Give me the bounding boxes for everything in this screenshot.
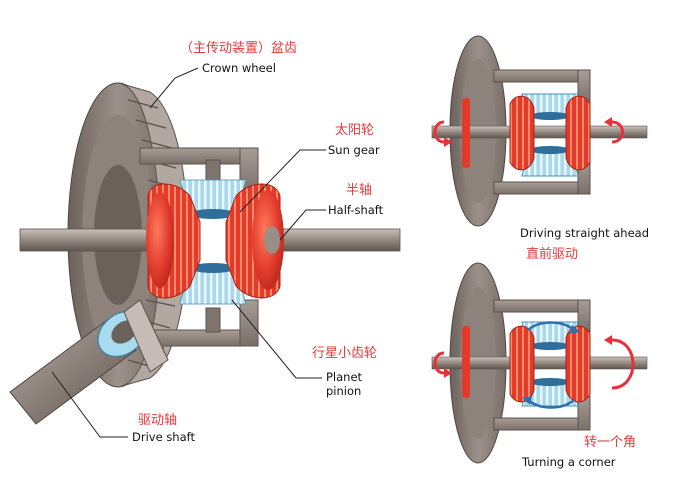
half-shaft-label-cn: 半轴: [346, 183, 372, 198]
crown-wheel-label-cn: （主传动装置）盆齿: [180, 41, 297, 56]
drive-shaft-label-cn: 驱动轴: [138, 413, 177, 428]
planet-pinion-top: [179, 179, 247, 219]
leader-lines: [51, 67, 326, 438]
planet-pinion-label-cn: 行星小齿轮: [312, 346, 377, 361]
turning-corner-label-en: Turning a corner: [521, 455, 616, 469]
straight-ahead-label-en: Driving straight ahead: [520, 226, 649, 240]
crown-wheel-label-en: Crown wheel: [202, 61, 276, 75]
main-differential: [9, 82, 401, 425]
planet-pinion-label-en-2: pinion: [326, 384, 361, 398]
straight-ahead-label-cn: 直前驱动: [526, 246, 578, 262]
turning-corner-diagram: [431, 262, 648, 464]
carrier-cage: [139, 147, 259, 347]
rotation-arrow-icon: [433, 120, 624, 144]
sun-gear-right: [225, 183, 284, 299]
straight-ahead-diagram: [431, 35, 648, 227]
drive-shaft-label-en: Drive shaft: [132, 430, 195, 444]
sun-gear-label-en: Sun gear: [328, 143, 380, 157]
drive-shaft: [9, 299, 169, 425]
planet-pinion-bottom: [179, 263, 247, 305]
half-shaft-label-en: Half-shaft: [328, 203, 384, 217]
turning-corner-label-cn: 转一个角: [584, 435, 636, 450]
sun-gear-left: [146, 183, 201, 299]
planet-pinion-label-en-1: Planet: [326, 370, 363, 384]
sun-gear-label-cn: 太阳轮: [335, 123, 374, 138]
